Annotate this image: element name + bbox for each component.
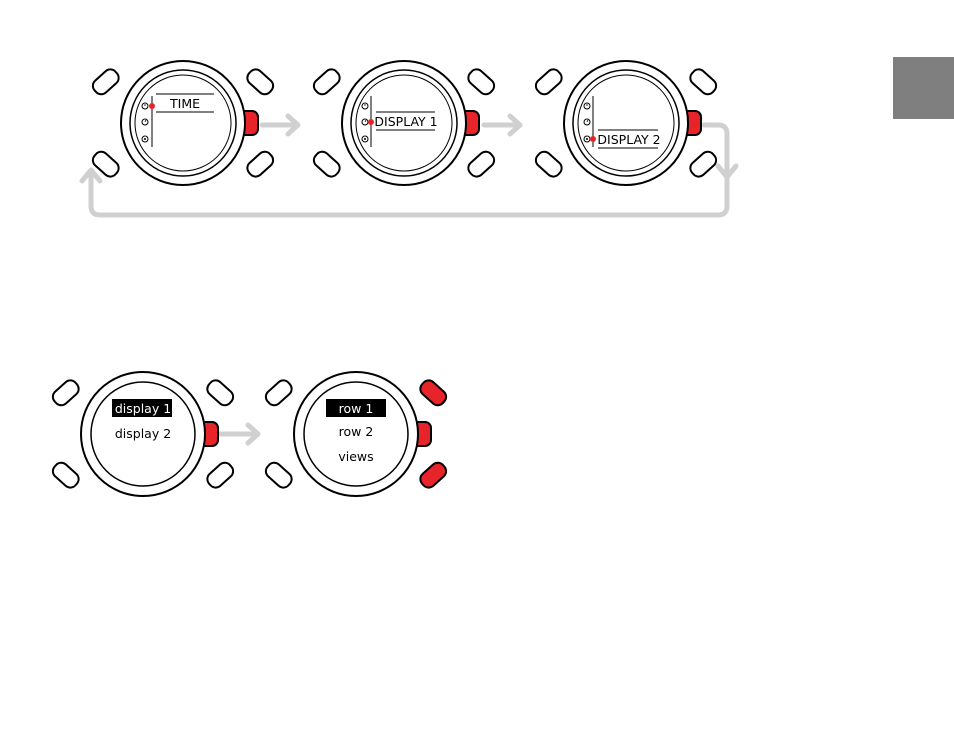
button-top-left <box>50 378 82 409</box>
button-bottom-right <box>204 460 236 491</box>
watch-display-menu: display 1 display 2 <box>50 372 236 496</box>
watch-screen <box>135 75 231 171</box>
menu-item-row-1: row 1 <box>339 401 374 416</box>
button-top-right-red <box>417 378 449 409</box>
bottom-flow <box>218 425 258 443</box>
button-top-left <box>263 378 295 409</box>
button-top-right <box>687 67 719 98</box>
watch-label: TIME <box>169 96 200 111</box>
button-bottom-right <box>244 149 276 180</box>
menu-item-display-1: display 1 <box>115 401 171 416</box>
mode-indicator <box>590 136 596 142</box>
button-top-left <box>90 67 122 98</box>
menu-item-views: views <box>338 449 373 464</box>
button-bottom-right <box>465 149 497 180</box>
button-bottom-left <box>50 460 82 491</box>
menu-item-display-2: display 2 <box>115 426 171 441</box>
button-bottom-left <box>311 149 343 180</box>
button-top-left <box>311 67 343 98</box>
watch-display-1: DISPLAY 1 <box>311 61 497 185</box>
menu-item-row-2: row 2 <box>339 424 374 439</box>
watch-label: DISPLAY 1 <box>374 114 437 129</box>
watch-display-2: DISPLAY 2 <box>533 61 719 185</box>
watch-time: TIME <box>90 61 276 185</box>
button-bottom-left <box>263 460 295 491</box>
button-bottom-right <box>687 149 719 180</box>
watch-row-menu: row 1 row 2 views <box>263 372 449 496</box>
watch-screen <box>578 75 674 171</box>
button-bottom-left <box>533 149 565 180</box>
mode-indicator <box>149 103 155 109</box>
button-bottom-right-red <box>417 460 449 491</box>
watch-label: DISPLAY 2 <box>597 132 660 147</box>
button-top-right <box>204 378 236 409</box>
mode-indicator <box>368 119 374 125</box>
button-top-right <box>244 67 276 98</box>
button-top-left <box>533 67 565 98</box>
button-top-right <box>465 67 497 98</box>
